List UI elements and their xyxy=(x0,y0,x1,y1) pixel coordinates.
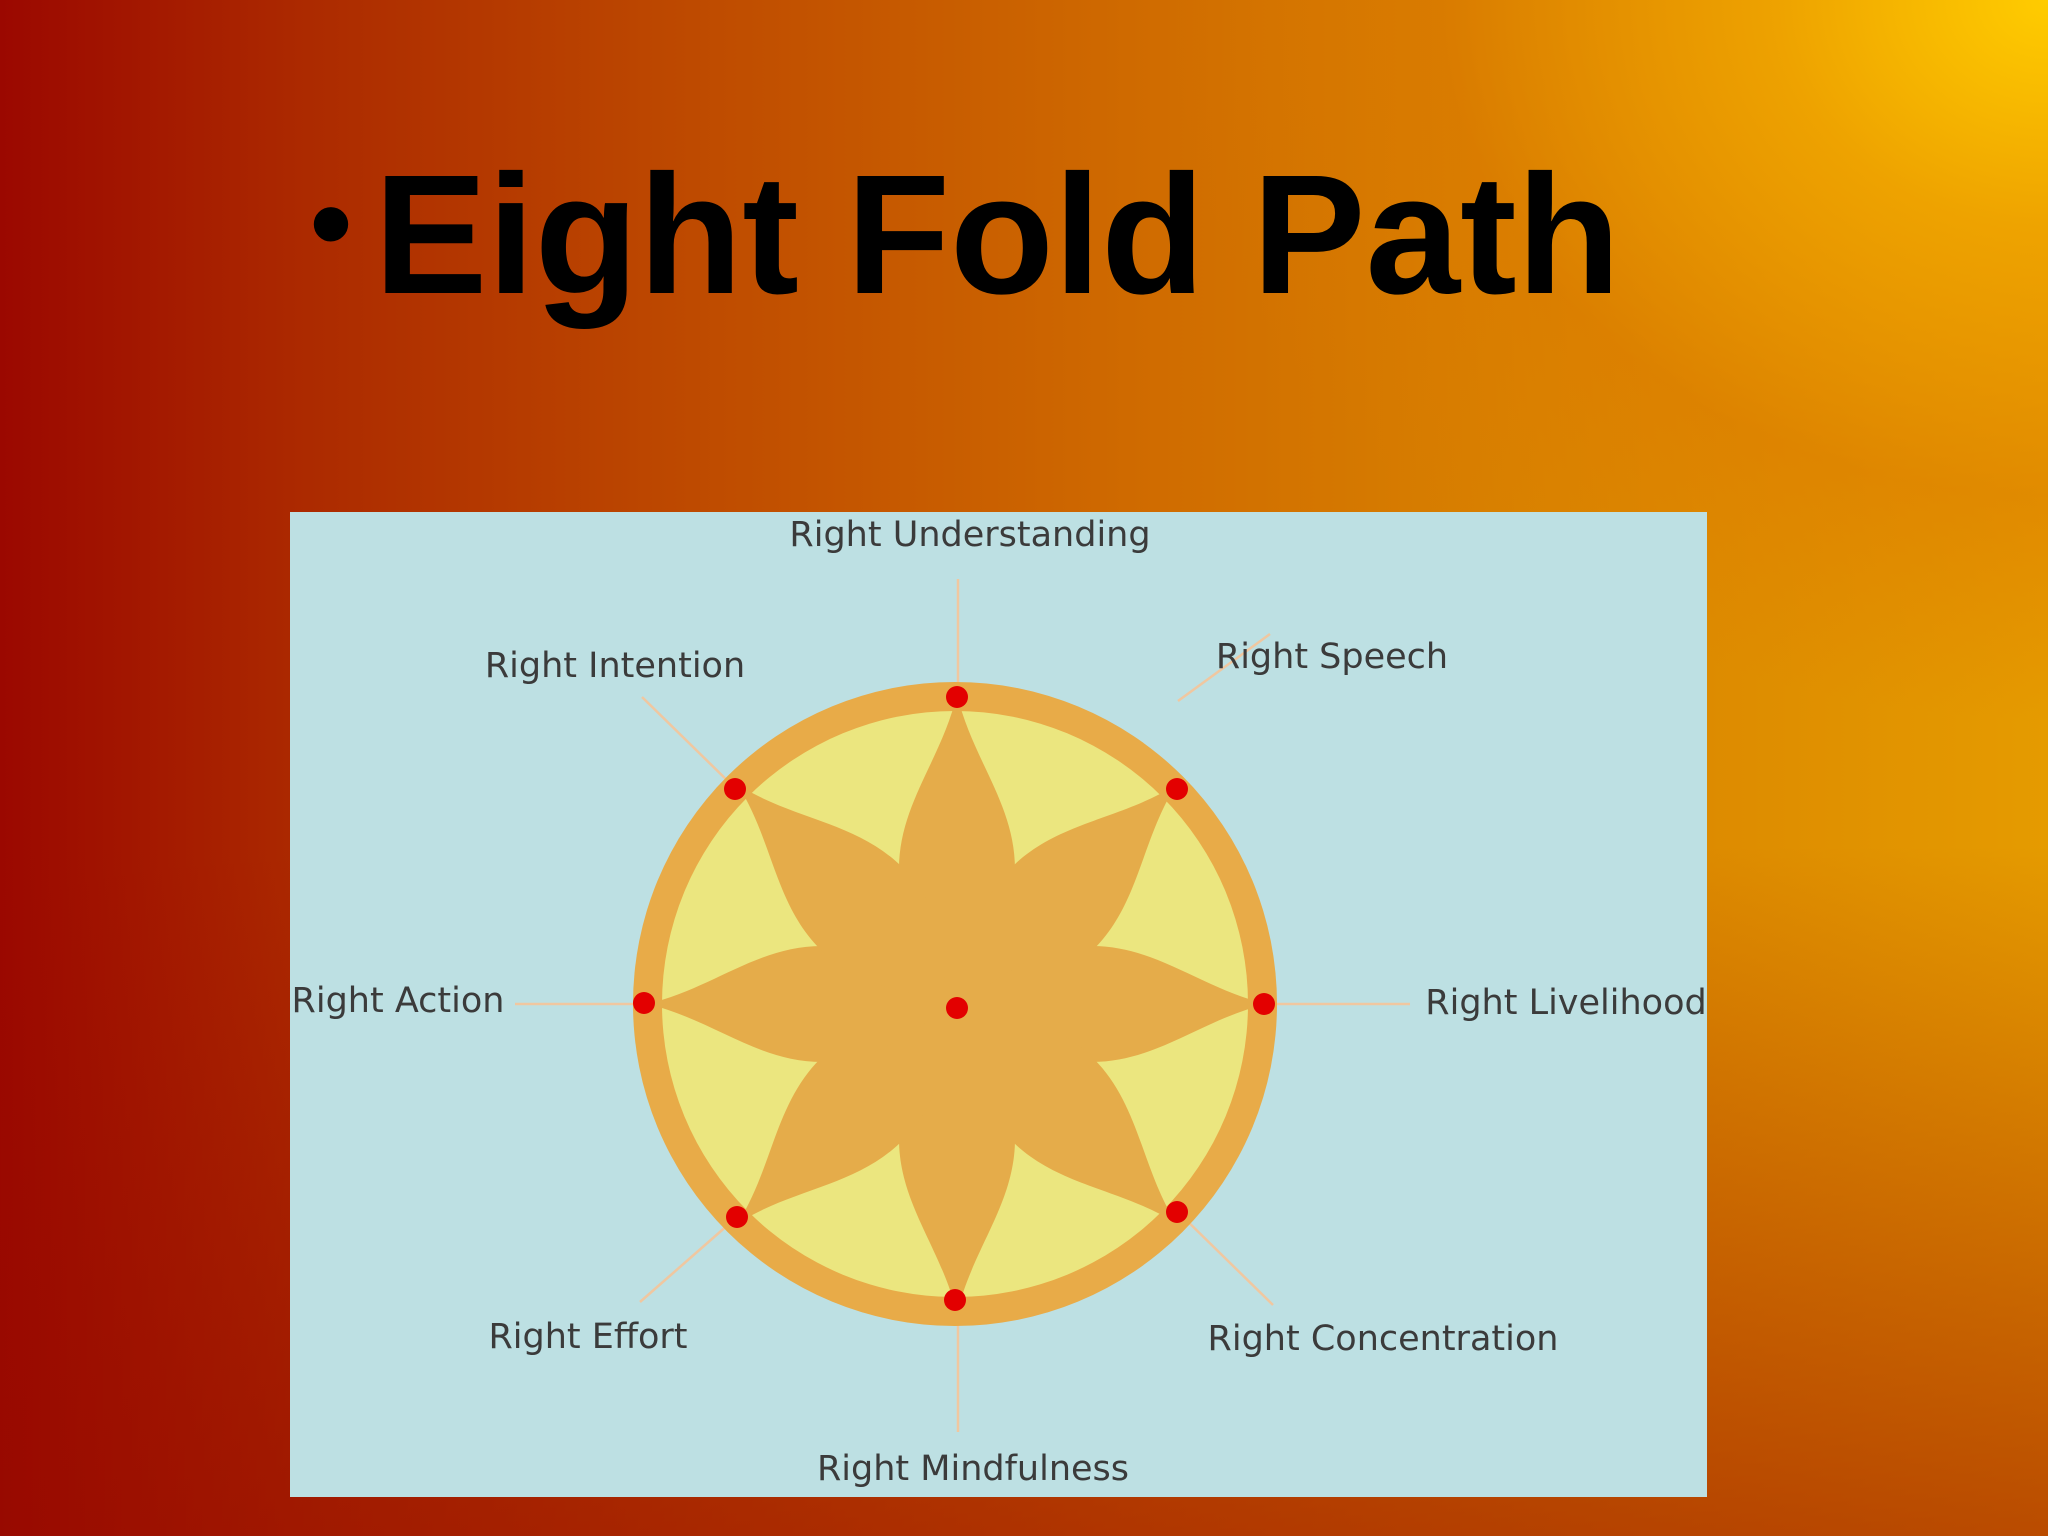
dot-right xyxy=(1253,993,1275,1015)
connector-top-left xyxy=(641,696,738,791)
label-right-intention: Right Intention xyxy=(485,646,745,686)
dharma-wheel-svg: Right Understanding Right Speech Right L… xyxy=(292,515,1707,1489)
dot-bottom-right xyxy=(1166,1201,1188,1223)
dot-bottom-left xyxy=(726,1206,748,1228)
dot-top-right xyxy=(1166,778,1188,800)
title-text: Eight Fold Path xyxy=(374,140,1621,330)
dot-top xyxy=(946,686,968,708)
label-right-action: Right Action xyxy=(292,981,505,1021)
connector-bottom-right xyxy=(1177,1211,1274,1306)
title-bullet: • xyxy=(310,156,353,290)
connector-lines xyxy=(515,579,1410,1432)
slide-title: • Eight Fold Path xyxy=(310,150,1621,320)
label-right-effort: Right Effort xyxy=(488,1317,687,1357)
eightfold-path-diagram: Right Understanding Right Speech Right L… xyxy=(290,512,1707,1497)
dot-left xyxy=(633,992,655,1014)
spoke-dots xyxy=(633,686,1275,1311)
dot-top-left xyxy=(724,778,746,800)
label-right-mindfulness: Right Mindfulness xyxy=(817,1449,1129,1489)
dot-center xyxy=(946,997,968,1019)
label-right-speech: Right Speech xyxy=(1216,637,1448,677)
connector-bottom-left xyxy=(639,1216,738,1303)
connector-top-right xyxy=(1177,632,1271,703)
label-right-livelihood: Right Livelihood xyxy=(1425,983,1706,1023)
label-right-understanding: Right Understanding xyxy=(789,515,1150,555)
label-right-concentration: Right Concentration xyxy=(1208,1319,1559,1359)
dot-bottom xyxy=(944,1289,966,1311)
